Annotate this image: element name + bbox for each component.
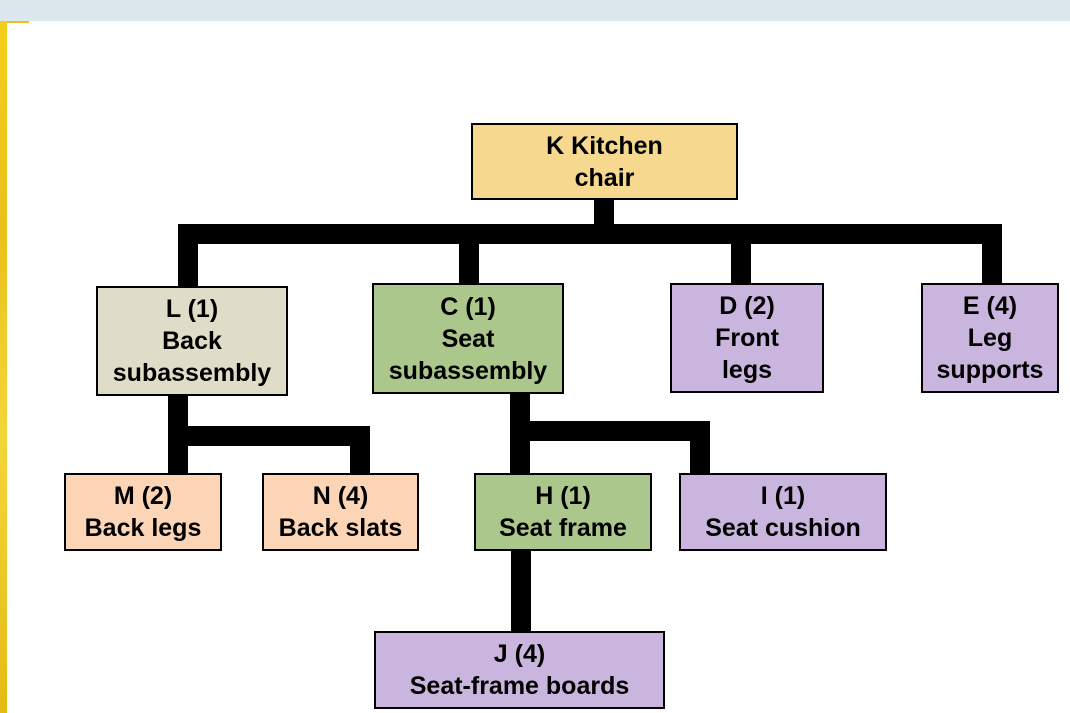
node-c-line2: Seat — [441, 324, 495, 353]
node-m-line1: M (2) — [113, 482, 173, 510]
left-accent-strip — [0, 21, 7, 713]
left-accent-notch — [7, 21, 29, 23]
node-j-seat-frame-boards: J (4) Seat-frame boards — [374, 631, 665, 709]
node-k-kitchen-chair: K Kitchen chair — [471, 123, 738, 200]
node-i-line1: I (1) — [760, 482, 806, 510]
node-k-line1: K Kitchen — [546, 131, 663, 160]
node-l-line2: Back — [162, 327, 222, 355]
node-m-back-legs: M (2) Back legs — [64, 473, 222, 551]
node-i-line2: Seat cushion — [705, 514, 861, 542]
connectors-level-1 — [178, 198, 1002, 286]
node-j-line1: J (4) — [493, 640, 546, 668]
node-h-line1: H (1) — [535, 482, 591, 510]
node-k-line2: chair — [574, 163, 635, 192]
connectors-seat-subassembly — [510, 392, 710, 474]
connectors-seat-frame — [511, 549, 531, 633]
node-d-line1: D (2) — [719, 292, 775, 320]
node-n-line2: Back slats — [278, 514, 403, 542]
node-c-line3: subassembly — [388, 356, 548, 385]
node-l-line1: L (1) — [165, 295, 219, 323]
node-j-line2: Seat-frame boards — [409, 672, 630, 700]
node-d-line3: legs — [721, 356, 773, 384]
connectors-back-subassembly — [168, 394, 370, 474]
node-d-line2: Front — [715, 324, 779, 352]
top-band — [0, 0, 1070, 21]
node-e-line1: E (4) — [962, 292, 1018, 320]
node-c-line1: C (1) — [440, 292, 496, 321]
node-h-line2: Seat frame — [499, 514, 627, 542]
node-d-front-legs: D (2) Front legs — [670, 283, 824, 393]
node-e-line2: Leg — [967, 324, 1013, 352]
node-c-seat-subassembly: C (1) Seat subassembly — [372, 283, 564, 394]
node-e-line3: supports — [936, 356, 1044, 384]
node-i-seat-cushion: I (1) Seat cushion — [679, 473, 887, 551]
node-l-back-subassembly: L (1) Back subassembly — [96, 286, 288, 396]
node-l-line3: subassembly — [112, 359, 272, 387]
node-h-seat-frame: H (1) Seat frame — [474, 473, 652, 551]
node-e-leg-supports: E (4) Leg supports — [921, 283, 1059, 393]
node-m-line2: Back legs — [84, 514, 202, 542]
node-n-line1: N (4) — [312, 482, 369, 510]
node-n-back-slats: N (4) Back slats — [262, 473, 419, 551]
